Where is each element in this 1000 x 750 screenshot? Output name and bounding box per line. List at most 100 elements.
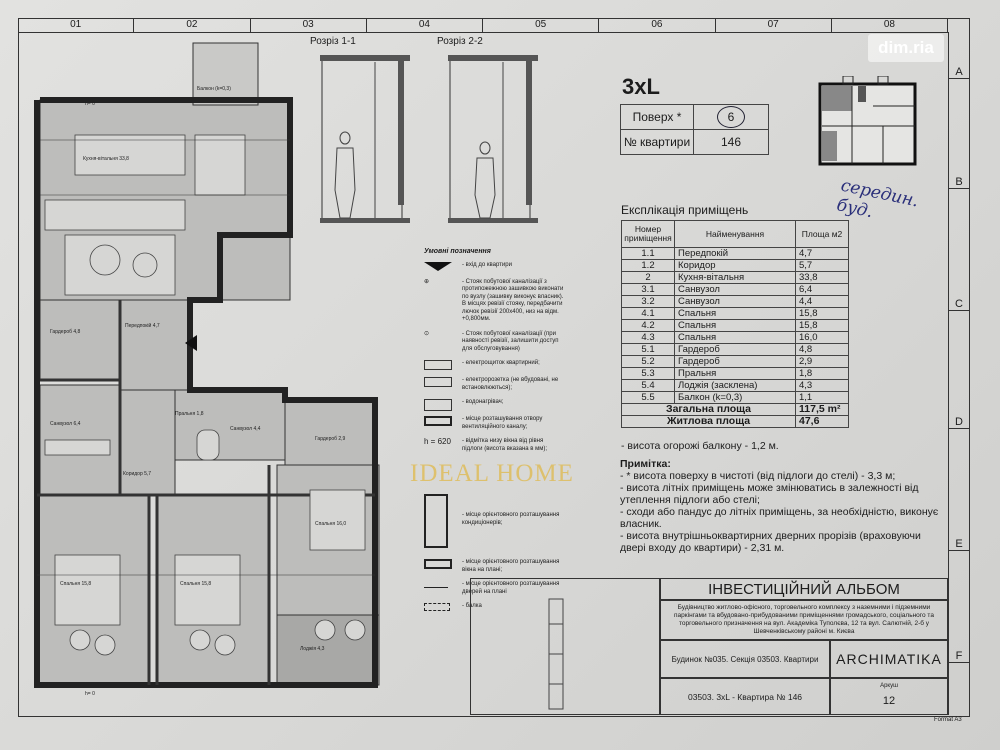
room-number: 3.1 bbox=[621, 283, 675, 296]
legend-item: - електророзетка (не вбудовані, не встан… bbox=[424, 377, 564, 392]
room-label: Балкон (k=0,3) bbox=[197, 86, 231, 92]
legend-text: - місце розташування отвору вентиляційно… bbox=[462, 416, 543, 430]
wardrobe-2 bbox=[284, 399, 376, 466]
room-number: 1.1 bbox=[621, 247, 675, 260]
note-line: - висота літніх приміщень може змінювати… bbox=[620, 482, 919, 506]
room-label: Спальня 15,8 bbox=[180, 581, 211, 587]
site-watermark: dim.ria bbox=[868, 34, 944, 62]
room-label: Передпокій 4,7 bbox=[125, 322, 160, 329]
socket-icon bbox=[424, 377, 452, 387]
sheet-frame bbox=[18, 18, 970, 717]
column-label: 08 bbox=[832, 18, 948, 32]
row-grid-header: A B C D E F bbox=[948, 32, 969, 715]
col-header: Номер приміщення bbox=[621, 220, 675, 248]
entrance-marker bbox=[185, 335, 197, 351]
section-1-title: Розріз 1-1 bbox=[310, 36, 356, 47]
bathtub bbox=[44, 439, 111, 456]
room-number: 2 bbox=[621, 271, 675, 284]
room-label: Санвузол 6,4 bbox=[50, 421, 81, 427]
legend-item: ⊕- Стояк побутової каналізації з протипо… bbox=[424, 279, 564, 324]
legend-text: - електророзетка (не вбудовані, не встан… bbox=[462, 377, 559, 391]
sewer-riser-icon: ⊕ bbox=[424, 278, 430, 285]
living-area-value: 47,6 bbox=[795, 415, 849, 428]
project-description: Будівництво житлово-офісного, торговельн… bbox=[660, 600, 948, 640]
legend-item: - водонагрівач; bbox=[424, 399, 564, 411]
sofa bbox=[44, 199, 186, 231]
room-name: Санвузол bbox=[674, 283, 796, 296]
room-number: 4.1 bbox=[621, 307, 675, 320]
vent-icon bbox=[424, 416, 452, 426]
room-area: 15,8 bbox=[795, 307, 849, 320]
entrance-triangle-icon bbox=[424, 261, 452, 271]
bed bbox=[174, 554, 241, 626]
room-name: Пральня bbox=[674, 367, 796, 380]
room-label: Лоджія 4,3 bbox=[300, 646, 325, 652]
legend-text: - електрощиток квартирний; bbox=[462, 360, 540, 366]
row-label: A bbox=[949, 66, 969, 79]
room-area: 5,7 bbox=[795, 259, 849, 272]
room-number: 5.1 bbox=[621, 343, 675, 356]
room-area: 2,9 bbox=[795, 355, 849, 368]
air-conditioner-icon bbox=[424, 494, 448, 548]
window-height-label: h= 0 bbox=[85, 101, 95, 107]
legend-item: - місце орієнтовного розташування кондиц… bbox=[424, 494, 564, 552]
room-label: Пральня 1,8 bbox=[175, 411, 204, 417]
total-area-label: Загальна площа bbox=[621, 403, 796, 416]
legend-text: - балка bbox=[462, 603, 482, 609]
rug bbox=[64, 234, 176, 296]
room-number: 4.3 bbox=[621, 331, 675, 344]
window-height-symbol: h = 620 bbox=[424, 437, 451, 446]
section-2-title: Розріз 2-2 bbox=[437, 36, 483, 47]
room-label: Санвузол 4,4 bbox=[230, 426, 261, 432]
window-height-label: h= 0 bbox=[85, 691, 95, 697]
sheet-label: 03503. 3xL - Квартира № 146 bbox=[660, 678, 830, 715]
legend-text: - водонагрівач; bbox=[462, 399, 504, 405]
building-label: Будинок №035. Секція 03503. Квартири bbox=[660, 640, 830, 678]
column-label: 04 bbox=[367, 18, 483, 32]
room-label: Спальня 16,0 bbox=[315, 521, 346, 527]
room-name: Спальня bbox=[674, 331, 796, 344]
sheet-number-cell: Аркуш 12 bbox=[830, 678, 948, 715]
note-line: - * висота поверху в чистоті (від підлог… bbox=[620, 470, 896, 482]
living-area-label: Житлова площа bbox=[621, 415, 796, 428]
window-icon bbox=[424, 559, 452, 569]
legend-text: - місце орієнтовного розташування дверей… bbox=[462, 581, 560, 595]
dining-table bbox=[74, 134, 186, 176]
legend-text: - місце орієнтовного розташування вікна … bbox=[462, 559, 560, 573]
room-area: 16,0 bbox=[795, 331, 849, 344]
column-label: 07 bbox=[716, 18, 832, 32]
room-number: 3.2 bbox=[621, 295, 675, 308]
wardrobe-room bbox=[39, 299, 121, 381]
building-key-plan bbox=[818, 76, 917, 166]
explication-table: Номер приміщення Найменування Площа м2 1… bbox=[621, 220, 849, 428]
corridor bbox=[119, 389, 176, 496]
column-label: 02 bbox=[134, 18, 251, 32]
legend-item: - місце розташування отвору вентиляційно… bbox=[424, 416, 564, 431]
room-label: Кухня-вітальня 33,8 bbox=[83, 156, 129, 162]
bed bbox=[54, 554, 121, 626]
legend-item: - вхід до квартири bbox=[424, 261, 564, 272]
balcony-note: - висота огорожі балкону - 1,2 м. bbox=[621, 440, 779, 452]
electrical-panel-icon bbox=[424, 360, 452, 370]
company-logo: ARCHIMATIKA bbox=[830, 640, 948, 678]
bathtub bbox=[196, 429, 220, 461]
column-label: 05 bbox=[483, 18, 600, 32]
column-grid-header: 01 02 03 04 05 06 07 08 bbox=[18, 18, 948, 33]
room-label: Спальня 15,8 bbox=[60, 581, 91, 587]
title-block-key bbox=[470, 578, 660, 715]
note-line: - висота внутрішньоквартирних дверних пр… bbox=[620, 530, 921, 554]
legend-text: - вхід до квартири bbox=[462, 261, 512, 268]
water-heater-icon bbox=[424, 399, 452, 411]
legend-item: - місце орієнтовного розташування вікна … bbox=[424, 559, 564, 574]
floor-plan: Кухня-вітальня 33,8 Гардероб 4,8 Передпо… bbox=[34, 42, 380, 697]
column-label: 01 bbox=[18, 18, 135, 32]
legend-item: ⊙- Стояк побутової каналізації (при наяв… bbox=[424, 331, 564, 354]
notes: Примітка: - * висота поверху в чистоті (… bbox=[620, 458, 946, 554]
room-number: 1.2 bbox=[621, 259, 675, 272]
